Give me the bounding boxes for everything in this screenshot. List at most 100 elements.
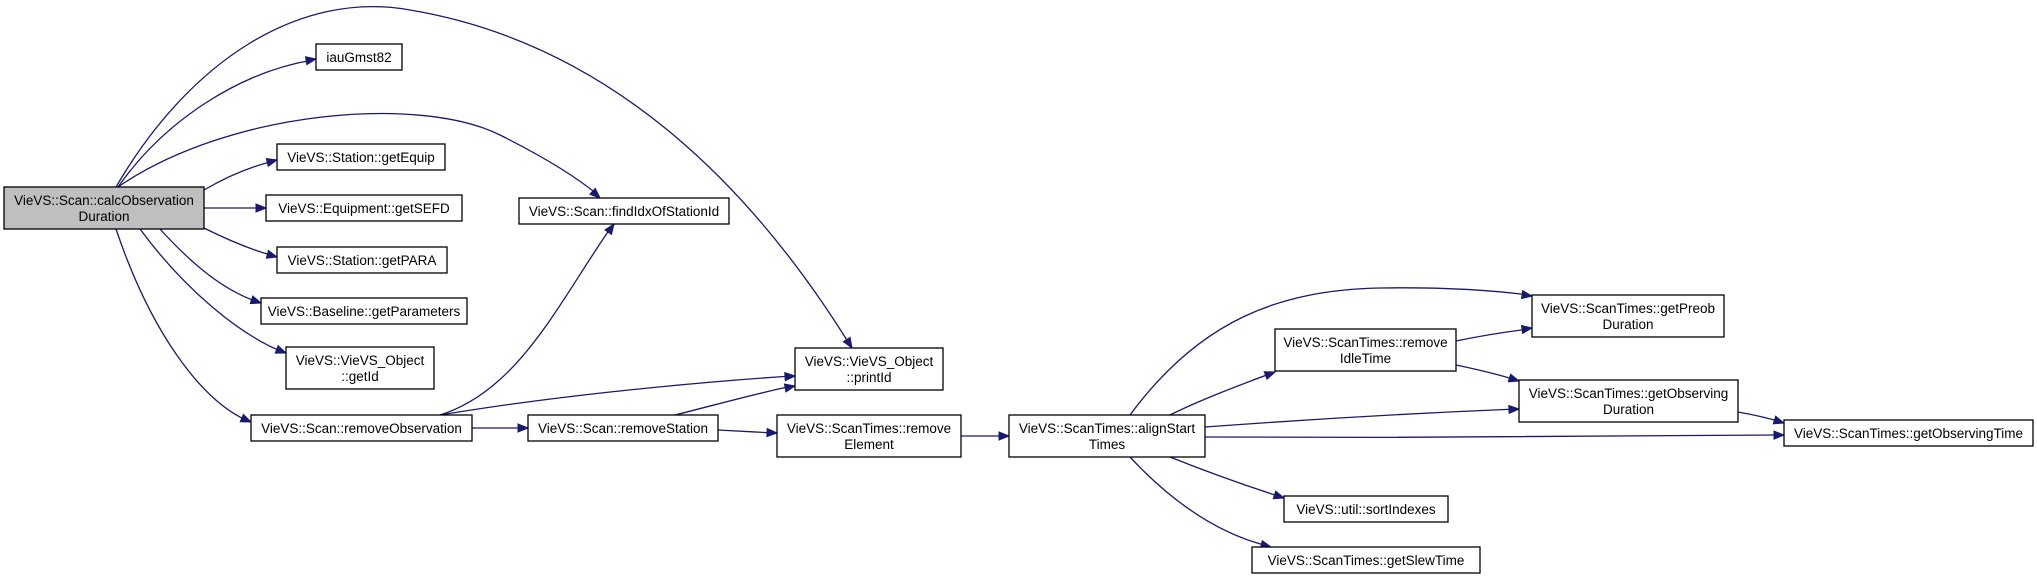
edge-alignStart-to-sortIdx xyxy=(1169,456,1286,500)
node-box xyxy=(1274,328,1457,372)
node-label: Duration xyxy=(1602,317,1653,332)
node-sortIdx[interactable]: VieVS::util::sortIndexes xyxy=(1283,495,1449,523)
arrowhead-icon xyxy=(1772,415,1786,425)
node-label: VieVS::util::sortIndexes xyxy=(1296,502,1436,517)
edge-calc-to-findIdx xyxy=(117,112,602,199)
node-box xyxy=(1008,414,1206,458)
node-label: IdleTime xyxy=(1340,351,1391,366)
arrowhead-icon xyxy=(255,203,268,213)
arrowhead-icon xyxy=(239,413,253,423)
node-label: VieVS::ScanTimes::alignStart xyxy=(1019,421,1196,436)
node-findIdx[interactable]: VieVS::Scan::findIdxOfStationId xyxy=(518,197,730,225)
node-label: VieVS::Station::getPARA xyxy=(288,253,437,268)
node-label: VieVS::Scan::removeObservation xyxy=(261,421,462,436)
node-box xyxy=(1783,419,2034,447)
node-getParams[interactable]: VieVS::Baseline::getParameters xyxy=(260,297,468,325)
node-box xyxy=(518,197,730,225)
edge-calc-to-printId xyxy=(115,6,853,350)
arrowhead-icon xyxy=(274,344,288,354)
node-label: Duration xyxy=(1603,402,1654,417)
edge-removeElement-to-alignStart xyxy=(961,431,1011,441)
node-box xyxy=(276,246,448,274)
edge-line xyxy=(1129,287,1530,416)
arrowhead-icon xyxy=(1272,490,1286,500)
arrowhead-icon xyxy=(304,56,318,66)
node-gmst[interactable]: iauGmst82 xyxy=(315,43,403,71)
arrowhead-icon xyxy=(249,295,263,305)
node-getSlew[interactable]: VieVS::ScanTimes::getSlewTime xyxy=(1251,546,1481,574)
node-label: VieVS::ScanTimes::getObservingTime xyxy=(1794,426,2023,441)
node-label: VieVS::ScanTimes::getObserving xyxy=(1529,386,1729,401)
arrowhead-icon xyxy=(842,336,853,350)
edge-removeObs-to-removeStation xyxy=(472,423,530,433)
arrowhead-icon xyxy=(589,187,602,199)
edge-getObsDur-to-getObsTime xyxy=(1737,411,1786,425)
node-label: Duration xyxy=(78,209,129,224)
edge-alignStart-to-getObsDur xyxy=(1204,404,1521,428)
node-printId[interactable]: VieVS::VieVS_Object::printId xyxy=(794,347,944,391)
node-label: VieVS::Scan::findIdxOfStationId xyxy=(529,204,719,219)
edge-line xyxy=(139,228,284,353)
edge-removeObs-to-findIdx xyxy=(439,222,615,416)
edge-line xyxy=(1129,456,1269,547)
node-label: Element xyxy=(844,437,894,452)
node-box xyxy=(3,186,205,230)
arrowhead-icon xyxy=(1507,373,1521,383)
node-label: ::printId xyxy=(846,370,891,385)
node-getSEFD[interactable]: VieVS::Equipment::getSEFD xyxy=(265,194,463,222)
node-label: VieVS::ScanTimes::getPreob xyxy=(1541,301,1715,316)
node-label: VieVS::Station::getEquip xyxy=(287,150,435,165)
arrowhead-icon xyxy=(1773,430,1786,440)
node-box xyxy=(315,43,403,71)
node-label: VieVS::VieVS_Object xyxy=(296,353,425,368)
node-box xyxy=(265,194,463,222)
edge-removeStation-to-printId xyxy=(674,383,797,416)
edge-calc-to-getSEFD xyxy=(203,203,268,213)
node-label: ::getId xyxy=(341,369,379,384)
edge-alignStart-to-getPreob xyxy=(1129,287,1534,416)
edge-calc-to-getEquip xyxy=(203,157,279,191)
node-getObsTime[interactable]: VieVS::ScanTimes::getObservingTime xyxy=(1783,419,2034,447)
arrowhead-icon xyxy=(998,431,1011,441)
node-label: VieVS::Equipment::getSEFD xyxy=(278,201,450,216)
edge-line xyxy=(203,160,275,191)
edge-removeIdle-to-getObsDur xyxy=(1455,364,1521,383)
node-box xyxy=(285,346,435,390)
node-getEquip[interactable]: VieVS::Station::getEquip xyxy=(276,143,446,171)
edge-removeStation-to-removeElement xyxy=(717,427,779,438)
node-removeObs[interactable]: VieVS::Scan::removeObservation xyxy=(250,414,473,442)
node-label: VieVS::Scan::calcObservation xyxy=(14,193,194,208)
arrowhead-icon xyxy=(1263,371,1277,381)
node-box xyxy=(1283,495,1449,523)
arrowhead-icon xyxy=(1520,289,1534,300)
node-box xyxy=(1531,294,1725,338)
node-label: iauGmst82 xyxy=(326,50,391,65)
edge-calc-to-getParams xyxy=(159,228,263,305)
arrowhead-icon xyxy=(517,423,530,433)
arrowhead-icon xyxy=(1508,404,1521,415)
edge-calc-to-gmst xyxy=(117,56,318,188)
node-getId[interactable]: VieVS::VieVS_Object::getId xyxy=(285,346,435,390)
node-box xyxy=(1518,379,1739,423)
arrowhead-icon xyxy=(265,157,279,168)
edge-line xyxy=(1204,434,1782,439)
node-label: VieVS::ScanTimes::remove xyxy=(787,421,951,436)
arrowhead-icon xyxy=(784,371,797,382)
node-removeStation[interactable]: VieVS::Scan::removeStation xyxy=(527,414,719,442)
edge-line xyxy=(717,429,775,434)
edge-line xyxy=(203,227,275,257)
node-getPARA[interactable]: VieVS::Station::getPARA xyxy=(276,246,448,274)
edge-line xyxy=(159,228,259,303)
node-label: VieVS::Scan::removeStation xyxy=(538,421,708,436)
edge-line xyxy=(439,225,613,416)
edge-line xyxy=(117,112,599,196)
node-label: Times xyxy=(1089,437,1125,452)
edge-alignStart-to-getObsTime xyxy=(1204,430,1786,440)
node-label: VieVS::ScanTimes::remove xyxy=(1283,335,1447,350)
